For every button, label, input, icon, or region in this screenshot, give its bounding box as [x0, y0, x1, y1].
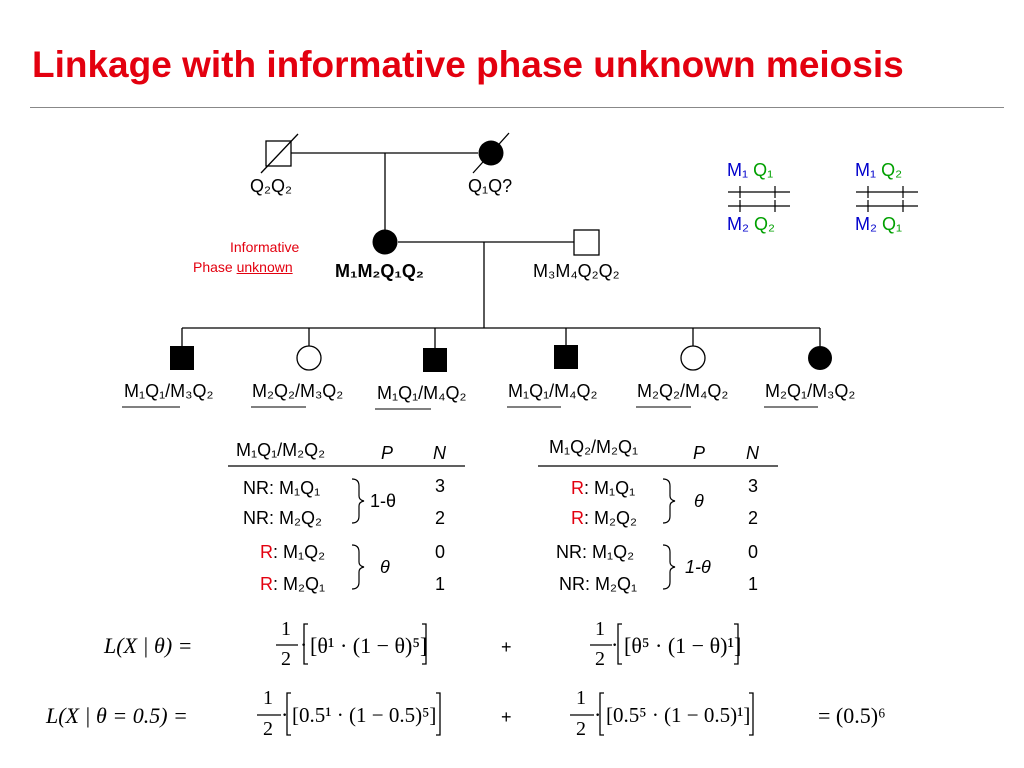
- child-4-square: [554, 345, 578, 369]
- table-2-n-3: 0: [748, 542, 759, 562]
- child-5-circle: [680, 345, 706, 371]
- table-2-phase-header: M₁Q₂/M₂Q₁: [549, 437, 639, 457]
- deceased-slash: [472, 132, 510, 174]
- phase-diagram-lines: [728, 186, 918, 212]
- equation-marks: [257, 623, 754, 736]
- table-1-col-p: P: [381, 443, 394, 463]
- table-2-row-1: R: M₁Q₁: [571, 478, 636, 498]
- table-1-n-4: 1: [435, 574, 446, 594]
- father-square: [573, 229, 600, 256]
- table-1-n-2: 2: [435, 508, 446, 528]
- page-title: Linkage with informative phase unknown m…: [32, 44, 904, 85]
- child-2-circle: [296, 345, 322, 371]
- table-1-phase-header: M₁Q₁/M₂Q₂: [236, 440, 326, 460]
- equation-1-dot-2: ·: [611, 632, 619, 657]
- equation-2-lhs: L(X | θ = 0.5) =: [46, 703, 188, 728]
- equation-1-frac-den-1: 2: [281, 648, 291, 670]
- table-2-n-1: 3: [748, 476, 759, 496]
- table-1-row-2: NR: M₂Q₂: [243, 508, 322, 528]
- child-1-genotype: M₁Q₁/M₃Q₂: [124, 381, 214, 401]
- child-6-genotype: M₂Q₁/M₃Q₂: [765, 381, 856, 401]
- equation-1-frac-num-2: 1: [595, 618, 605, 640]
- table-2-p-group-2: 1-θ: [685, 557, 711, 577]
- equation-2-term-1: [0.5¹ · (1 − 0.5)⁵]: [292, 703, 437, 727]
- table-2-col-n: N: [746, 443, 759, 463]
- phase-diagram-1-bottom: M₂ Q₂: [727, 214, 775, 234]
- grandfather-genotype: Q₂Q₂: [250, 176, 292, 196]
- equation-2-term-2: [0.5⁵ · (1 − 0.5)¹]: [606, 703, 751, 727]
- table-1-p-group-2: θ: [380, 557, 390, 577]
- phase-diagram-1-top: M₁ Q₁: [727, 160, 774, 180]
- grandmother-genotype: Q₁Q?: [468, 176, 513, 196]
- equation-2-dot-2: ·: [594, 702, 602, 727]
- table-1-n-3: 0: [435, 542, 446, 562]
- equation-2-result: = (0.5)⁶: [818, 703, 886, 728]
- equation-2-plus: +: [501, 707, 512, 727]
- mother-genotype: M₁M₂Q₁Q₂: [335, 261, 424, 281]
- annotation-informative: Informative: [230, 239, 300, 255]
- child-6-circle: [808, 346, 832, 370]
- table-1-row-1: NR: M₁Q₁: [243, 478, 321, 498]
- child-5-genotype: M₂Q₂/M₄Q₂: [637, 381, 729, 401]
- table-1-n-1: 3: [435, 476, 446, 496]
- deceased-slash: [260, 133, 299, 174]
- equation-1-term-1: [θ¹ · (1 − θ)⁵]: [310, 633, 428, 658]
- table-2-n-4: 1: [748, 574, 759, 594]
- child-2-genotype: M₂Q₂/M₃Q₂: [252, 381, 344, 401]
- equation-2-dot-1: ·: [281, 702, 289, 727]
- table-2-col-p: P: [693, 443, 706, 463]
- table-2-row-2: R: M₂Q₂: [571, 508, 637, 528]
- equation-2-frac-num-2: 1: [576, 687, 586, 709]
- brace-marks: [351, 478, 676, 590]
- equation-2-frac-den-2: 2: [576, 718, 586, 740]
- child-1-square: [170, 346, 194, 370]
- equation-2-frac-num-1: 1: [263, 687, 273, 709]
- table-2-row-4: NR: M₂Q₁: [559, 574, 638, 594]
- genotype-underlines: [122, 406, 818, 410]
- table-1-p-group-1: 1-θ: [370, 491, 397, 511]
- phase-diagram-2-bottom: M₂ Q₁: [855, 214, 903, 234]
- equation-1-dot-1: ·: [300, 632, 308, 657]
- child-3-genotype: M₁Q₁/M₄Q₂: [377, 383, 467, 403]
- table-2-row-3: NR: M₁Q₂: [556, 542, 635, 562]
- table-2-p-group-1: θ: [694, 491, 704, 511]
- equation-1-lhs: L(X | θ) =: [104, 633, 193, 658]
- table-1-row-4: R: M₂Q₁: [260, 574, 326, 594]
- mother-circle: [372, 229, 398, 255]
- equation-1-frac-num-1: 1: [281, 618, 291, 640]
- equation-1-plus: +: [501, 637, 512, 657]
- table-1-col-n: N: [433, 443, 446, 463]
- child-4-genotype: M₁Q₁/M₄Q₂: [508, 381, 598, 401]
- table-2-n-2: 2: [748, 508, 759, 528]
- equation-1-frac-den-2: 2: [595, 648, 605, 670]
- equation-2-frac-den-1: 2: [263, 718, 273, 740]
- equation-1-term-2: [θ⁵ · (1 − θ)¹]: [624, 633, 742, 658]
- phase-diagram-2-top: M₁ Q₂: [855, 160, 903, 180]
- table-1-row-3: R: M₁Q₂: [260, 542, 326, 562]
- annotation-phase-unknown: Phase unknown: [193, 259, 293, 275]
- title-divider: [30, 107, 1004, 108]
- child-3-square: [423, 348, 447, 372]
- father-genotype: M₃M₄Q₂Q₂: [533, 261, 620, 281]
